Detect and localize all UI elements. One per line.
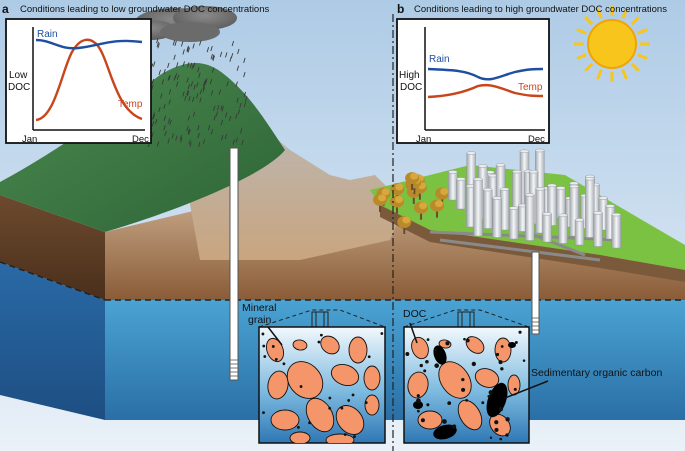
chart-b: Rain Temp High DOC Jan Dec bbox=[396, 18, 550, 145]
series-temp-b bbox=[427, 83, 544, 99]
label-doc: DOC bbox=[403, 308, 427, 320]
label-mineral-grain: Mineral bbox=[242, 302, 276, 314]
label-sedimentary-organic-carbon: Sedimentary organic carbon bbox=[531, 367, 662, 379]
series-rain-a bbox=[35, 38, 143, 50]
legend-rain-b: Rain bbox=[429, 54, 450, 65]
panel-a-letter: a bbox=[2, 2, 9, 16]
chart-b-ylabel-1: High bbox=[399, 70, 420, 81]
city-buildings bbox=[448, 148, 621, 249]
panel-a-caption: Conditions leading to low groundwater DO… bbox=[20, 4, 269, 15]
chart-a-ylabel-2: DOC bbox=[8, 82, 30, 93]
label-mineral-grain-2: grain bbox=[248, 314, 272, 326]
chart-b-ylabel-2: DOC bbox=[400, 82, 422, 93]
chart-a: Rain Temp Low DOC Jan Dec bbox=[5, 18, 152, 145]
legend-temp-a: Temp bbox=[118, 99, 143, 110]
panel-b-caption: Conditions leading to high groundwater D… bbox=[414, 4, 667, 15]
series-temp-a bbox=[35, 38, 143, 122]
terrain bbox=[0, 62, 685, 420]
well-b bbox=[531, 251, 540, 335]
chart-a-x-end: Dec bbox=[132, 134, 149, 145]
chart-a-x-start: Jan bbox=[22, 134, 37, 145]
chart-a-ylabel-1: Low bbox=[9, 70, 28, 81]
panel-b-letter: b bbox=[397, 2, 404, 16]
pointer-sedimentary bbox=[504, 380, 549, 399]
pointer-doc bbox=[409, 322, 418, 344]
chart-b-x-end: Dec bbox=[528, 134, 545, 145]
series-rain-b bbox=[427, 67, 544, 81]
trees bbox=[373, 172, 450, 234]
legend-temp-b: Temp bbox=[518, 82, 543, 93]
well-a bbox=[229, 147, 239, 381]
sun-icon bbox=[574, 6, 650, 82]
chart-b-x-start: Jan bbox=[416, 134, 431, 145]
legend-rain-a: Rain bbox=[37, 29, 58, 40]
pointer-mineral bbox=[267, 326, 283, 346]
inset-a bbox=[258, 309, 386, 444]
inset-b bbox=[403, 309, 530, 444]
